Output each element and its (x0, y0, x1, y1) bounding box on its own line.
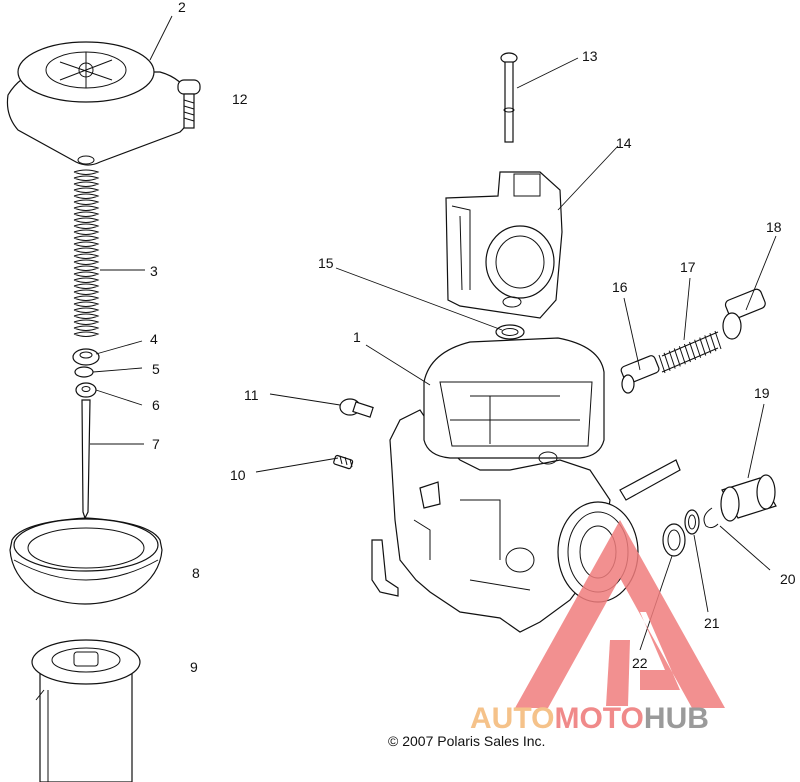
part-16-plunger (620, 355, 660, 394)
part-22-seal (662, 523, 686, 557)
label-16: 16 (612, 279, 628, 295)
label-1: 1 (353, 329, 361, 345)
part-7-needle (81, 399, 91, 520)
part-2-top-cap (6, 41, 194, 166)
label-10: 10 (230, 467, 246, 483)
watermark-hub: HUB (644, 702, 709, 735)
label-14: 14 (616, 135, 632, 151)
label-7: 7 (152, 436, 160, 452)
part-11-screw (339, 398, 374, 418)
label-8: 8 (192, 565, 200, 581)
copyright-text: © 2007 Polaris Sales Inc. (388, 733, 545, 749)
part-10-screw (333, 454, 354, 470)
label-6: 6 (152, 397, 160, 413)
label-3: 3 (150, 263, 158, 279)
part-number-labels: 2 12 3 4 5 6 7 8 9 13 14 15 1 11 10 16 1… (150, 0, 796, 675)
part-8-diaphragm (9, 517, 163, 605)
label-17: 17 (680, 259, 696, 275)
part-13-pin (500, 52, 518, 143)
label-2: 2 (178, 0, 186, 15)
watermark-triangle-icon (515, 520, 725, 708)
part-12-screw (177, 79, 201, 129)
part-4-retainer (72, 348, 100, 366)
watermark-logo (515, 520, 725, 708)
part-17-spring (658, 330, 722, 374)
label-20: 20 (780, 571, 796, 587)
label-11: 11 (244, 387, 259, 403)
label-4: 4 (150, 331, 158, 347)
label-9: 9 (190, 659, 198, 675)
watermark-auto: AUTO (470, 702, 554, 735)
label-15: 15 (318, 255, 334, 271)
part-18-cap (722, 288, 766, 340)
label-13: 13 (582, 48, 598, 64)
label-12: 12 (232, 91, 248, 107)
part-21-oring (684, 509, 700, 535)
part-15-oring (495, 324, 525, 340)
part-6-washer (75, 382, 97, 398)
label-18: 18 (766, 219, 782, 235)
watermark-text: AUTOMOTOHUB (470, 702, 709, 735)
watermark-moto: MOTO (554, 702, 643, 735)
label-5: 5 (152, 361, 160, 377)
part-9-slide (31, 639, 141, 782)
label-22: 22 (632, 655, 648, 671)
label-21: 21 (704, 615, 720, 631)
part-20-clip (703, 507, 719, 529)
part-19-sleeve (720, 474, 777, 522)
part-14-bracket (445, 171, 563, 319)
part-5-clip (74, 366, 94, 378)
part-1-carburetor-body (371, 337, 681, 633)
part-3-spring (73, 169, 100, 337)
label-19: 19 (754, 385, 770, 401)
